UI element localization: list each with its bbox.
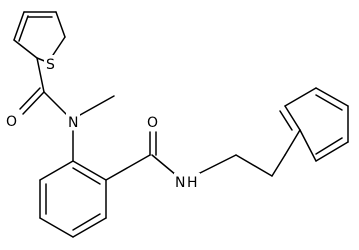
bond bbox=[39, 160, 74, 181]
bond bbox=[43, 91, 67, 115]
bond bbox=[13, 11, 25, 41]
bond bbox=[279, 110, 293, 131]
bond bbox=[195, 154, 237, 176]
bond bbox=[235, 154, 273, 177]
bond bbox=[315, 137, 343, 155]
bond bbox=[36, 57, 45, 93]
bond bbox=[72, 213, 101, 231]
bond bbox=[19, 87, 41, 110]
amide-hydrogen-atom-label: H bbox=[187, 175, 198, 191]
bond bbox=[315, 141, 349, 162]
oxygen-atom-label-upper: O bbox=[6, 114, 17, 130]
bond bbox=[18, 15, 29, 42]
bond bbox=[284, 129, 301, 156]
bond bbox=[284, 105, 301, 131]
bond bbox=[299, 129, 317, 162]
bond bbox=[315, 94, 343, 111]
sulfur-atom-label: S bbox=[46, 57, 55, 73]
bond bbox=[151, 154, 177, 176]
bond bbox=[315, 87, 349, 107]
bond bbox=[79, 95, 115, 116]
oxygen-atom-label-lower: O bbox=[147, 115, 158, 131]
bond bbox=[72, 167, 101, 185]
bond bbox=[271, 154, 286, 177]
amide-nitrogen-atom-label: N bbox=[175, 175, 185, 191]
bond bbox=[13, 39, 38, 59]
bond bbox=[284, 87, 317, 107]
bond bbox=[39, 217, 74, 238]
bond bbox=[52, 36, 66, 56]
bond bbox=[55, 11, 66, 38]
bond bbox=[72, 217, 107, 238]
bond bbox=[22, 91, 45, 115]
methyl-nitrogen-atom-label: N bbox=[68, 115, 78, 131]
bond bbox=[105, 154, 151, 181]
bond bbox=[72, 160, 107, 181]
atom-labels: S O N O N H bbox=[4, 55, 200, 191]
bonds bbox=[13, 11, 349, 238]
